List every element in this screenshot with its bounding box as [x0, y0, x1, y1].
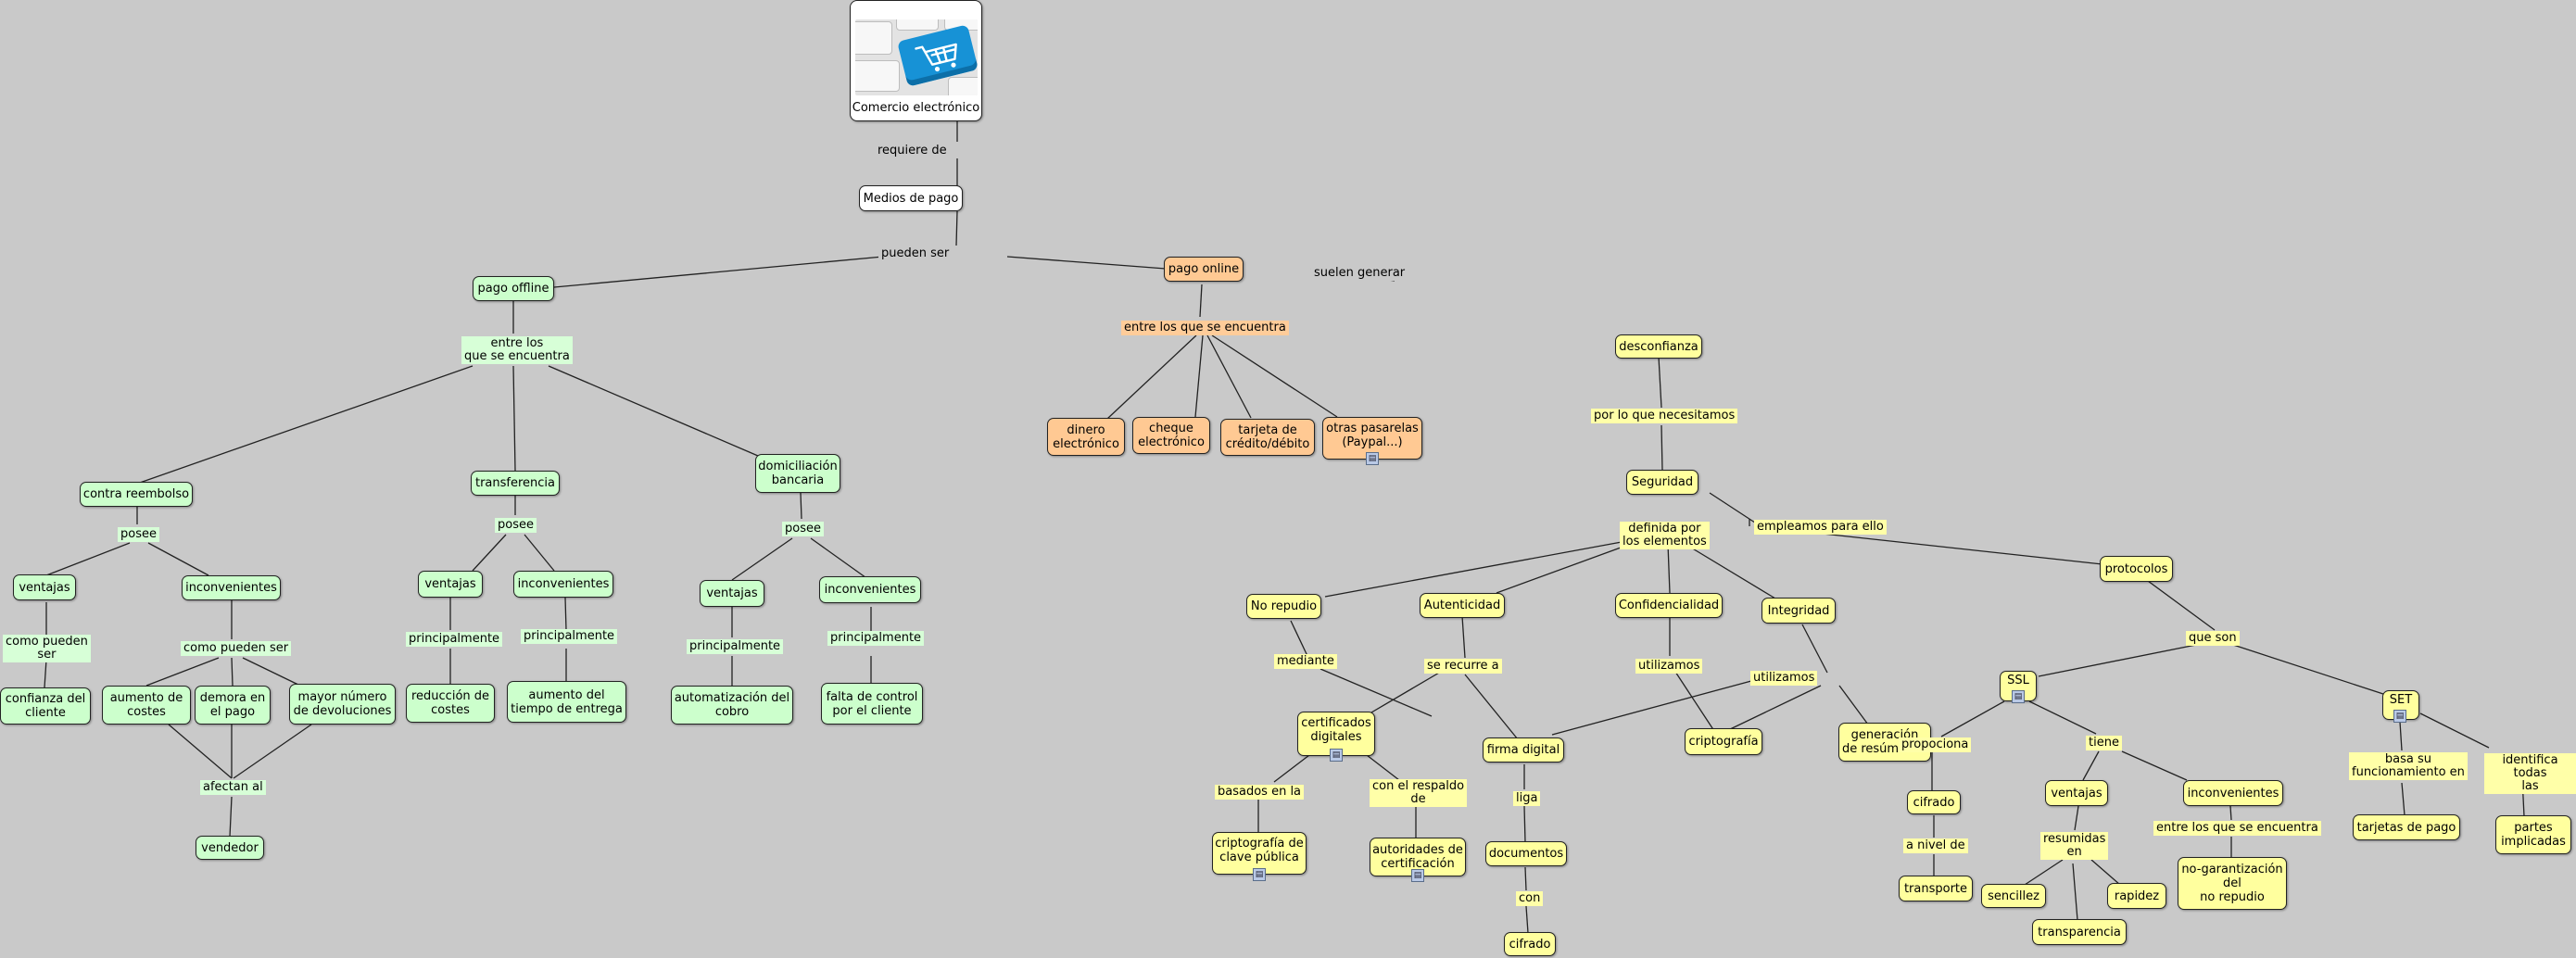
node-autenticidad[interactable]: Autenticidad: [1420, 593, 1505, 618]
link-utilizamos: utilizamos: [1750, 671, 1818, 686]
resource-attachment-icon[interactable]: ▤: [2393, 710, 2406, 723]
link-principalmente: principalmente: [521, 629, 618, 644]
node-tarjeta-credito[interactable]: tarjeta de crédito/débito: [1220, 419, 1315, 456]
shopping-cart-icon: [855, 19, 978, 95]
node-ventajas-transferencia[interactable]: ventajas: [418, 571, 483, 598]
link-pueden-ser: pueden ser: [878, 246, 953, 261]
link-posee: posee: [495, 518, 537, 533]
node-otras-pasarelas[interactable]: otras pasarelas (Paypal...): [1322, 417, 1422, 460]
node-documentos[interactable]: documentos: [1485, 841, 1567, 866]
link-utilizamos: utilizamos: [1635, 659, 1703, 674]
node-rapidez[interactable]: rapidez: [2107, 883, 2166, 909]
link-con-el-respaldo: con el respaldo de: [1370, 779, 1468, 807]
node-reduccion-de-costes[interactable]: reducción de costes: [406, 684, 495, 723]
node-pago-offline[interactable]: pago offline: [473, 276, 554, 301]
link-empleamos-para-ello: empleamos para ello: [1754, 520, 1887, 535]
link-como-pueden-ser: como pueden ser: [3, 635, 91, 662]
resource-attachment-icon[interactable]: ▤: [1330, 749, 1343, 762]
node-ventajas-contra-reembolso[interactable]: ventajas: [13, 574, 76, 600]
node-ventajas-ssl[interactable]: ventajas: [2045, 780, 2108, 806]
node-protocolos[interactable]: protocolos: [2100, 556, 2173, 582]
link-tiene: tiene: [2086, 736, 2122, 750]
node-demora-en-el-pago[interactable]: demora en el pago: [195, 686, 271, 725]
node-firma-digital[interactable]: firma digital: [1483, 737, 1564, 763]
link-liga: liga: [1513, 791, 1541, 806]
resource-attachment-icon[interactable]: ▤: [1253, 868, 1266, 881]
node-medios-de-pago[interactable]: Medios de pago: [859, 185, 963, 211]
link-suelen-generar: suelen generar: [1311, 266, 1408, 281]
node-aumento-tiempo-entrega[interactable]: aumento del tiempo de entrega: [507, 681, 626, 723]
node-no-repudio[interactable]: No repudio: [1246, 594, 1321, 619]
node-partes-implicadas[interactable]: partes implicadas: [2495, 815, 2571, 854]
link-propociona: propociona: [1899, 737, 1972, 752]
link-como-pueden-ser: como pueden ser: [181, 641, 292, 656]
node-criptografia[interactable]: criptografía: [1685, 728, 1762, 755]
link-principalmente: principalmente: [827, 631, 925, 646]
node-transparencia[interactable]: transparencia: [2032, 919, 2127, 945]
link-entre-los-online: entre los que se encuentra: [1121, 321, 1289, 335]
node-contra-reembolso[interactable]: contra reembolso: [80, 482, 193, 507]
link-posee: posee: [118, 527, 159, 542]
link-requiere-de: requiere de: [875, 144, 950, 158]
resource-attachment-icon[interactable]: ▤: [2012, 690, 2025, 703]
link-posee: posee: [782, 522, 824, 536]
node-mayor-numero-devoluciones[interactable]: mayor número de devoluciones: [289, 684, 396, 725]
link-con: con: [1516, 891, 1544, 906]
node-pago-online[interactable]: pago online: [1164, 257, 1244, 282]
link-principalmente: principalmente: [687, 639, 784, 654]
link-por-lo-que-necesitamos: por lo que necesitamos: [1591, 409, 1738, 423]
node-inconvenientes-domiciliacion[interactable]: inconvenientes: [819, 576, 921, 603]
node-vendedor[interactable]: vendedor: [196, 836, 264, 860]
link-se-recurre-a: se recurre a: [1424, 659, 1502, 674]
node-desconfianza[interactable]: desconfianza: [1615, 334, 1702, 359]
node-inconvenientes-contra-reembolso[interactable]: inconvenientes: [182, 575, 281, 600]
root-node-comercio-electronico[interactable]: Comercio electrónico: [850, 0, 982, 121]
node-ventajas-domiciliacion[interactable]: ventajas: [700, 580, 764, 607]
root-node-label: Comercio electrónico: [852, 101, 980, 115]
link-basa-su-funcionamiento: basa su funcionamiento en: [2349, 752, 2468, 780]
node-inconvenientes-ssl[interactable]: inconvenientes: [2183, 780, 2283, 806]
link-entre-los-que-se-encuentra: entre los que se encuentra: [2153, 821, 2321, 836]
node-integridad[interactable]: Integridad: [1762, 598, 1836, 624]
link-identifica-todas: identifica todas las: [2484, 753, 2576, 794]
node-cheque-electronico[interactable]: cheque electrónico: [1132, 417, 1210, 454]
node-automatizacion-del-cobro[interactable]: automatización del cobro: [671, 686, 793, 725]
node-seguridad[interactable]: Seguridad: [1626, 470, 1698, 495]
node-confianza-del-cliente[interactable]: confianza del cliente: [0, 687, 91, 725]
node-cifrado-ssl[interactable]: cifrado: [1907, 790, 1961, 814]
node-inconvenientes-transferencia[interactable]: inconvenientes: [513, 571, 613, 598]
resource-attachment-icon[interactable]: ▤: [1411, 869, 1424, 882]
node-aumento-de-costes[interactable]: aumento de costes: [102, 686, 191, 725]
node-transporte[interactable]: transporte: [1899, 876, 1973, 901]
link-resumidas-en: resumidas en: [2040, 832, 2109, 860]
resource-attachment-icon[interactable]: ▤: [1366, 452, 1379, 465]
link-que-son: que son: [2186, 631, 2240, 646]
link-entre-los-offline: entre los que se encuentra: [461, 336, 573, 364]
node-no-garantizacion[interactable]: no-garantización del no repudio: [2178, 857, 2287, 910]
node-cifrado-firma[interactable]: cifrado: [1504, 932, 1556, 956]
node-transferencia[interactable]: transferencia: [471, 471, 560, 496]
link-a-nivel-de: a nivel de: [1903, 838, 1968, 853]
node-domiciliacion-bancaria[interactable]: domiciliación bancaria: [755, 454, 840, 493]
node-confidencialidad[interactable]: Confidencialidad: [1615, 593, 1723, 618]
node-tarjetas-de-pago[interactable]: tarjetas de pago: [2353, 814, 2460, 840]
link-afectan-al: afectan al: [200, 780, 266, 795]
link-principalmente: principalmente: [406, 632, 503, 647]
link-mediante: mediante: [1274, 654, 1337, 669]
node-dinero-electronico[interactable]: dinero electrónico: [1047, 418, 1125, 456]
link-basados-en-la: basados en la: [1215, 785, 1305, 800]
node-sencillez[interactable]: sencillez: [1981, 884, 2046, 908]
link-definida-por: definida por los elementos: [1620, 522, 1710, 549]
node-falta-de-control[interactable]: falta de control por el cliente: [821, 683, 923, 725]
